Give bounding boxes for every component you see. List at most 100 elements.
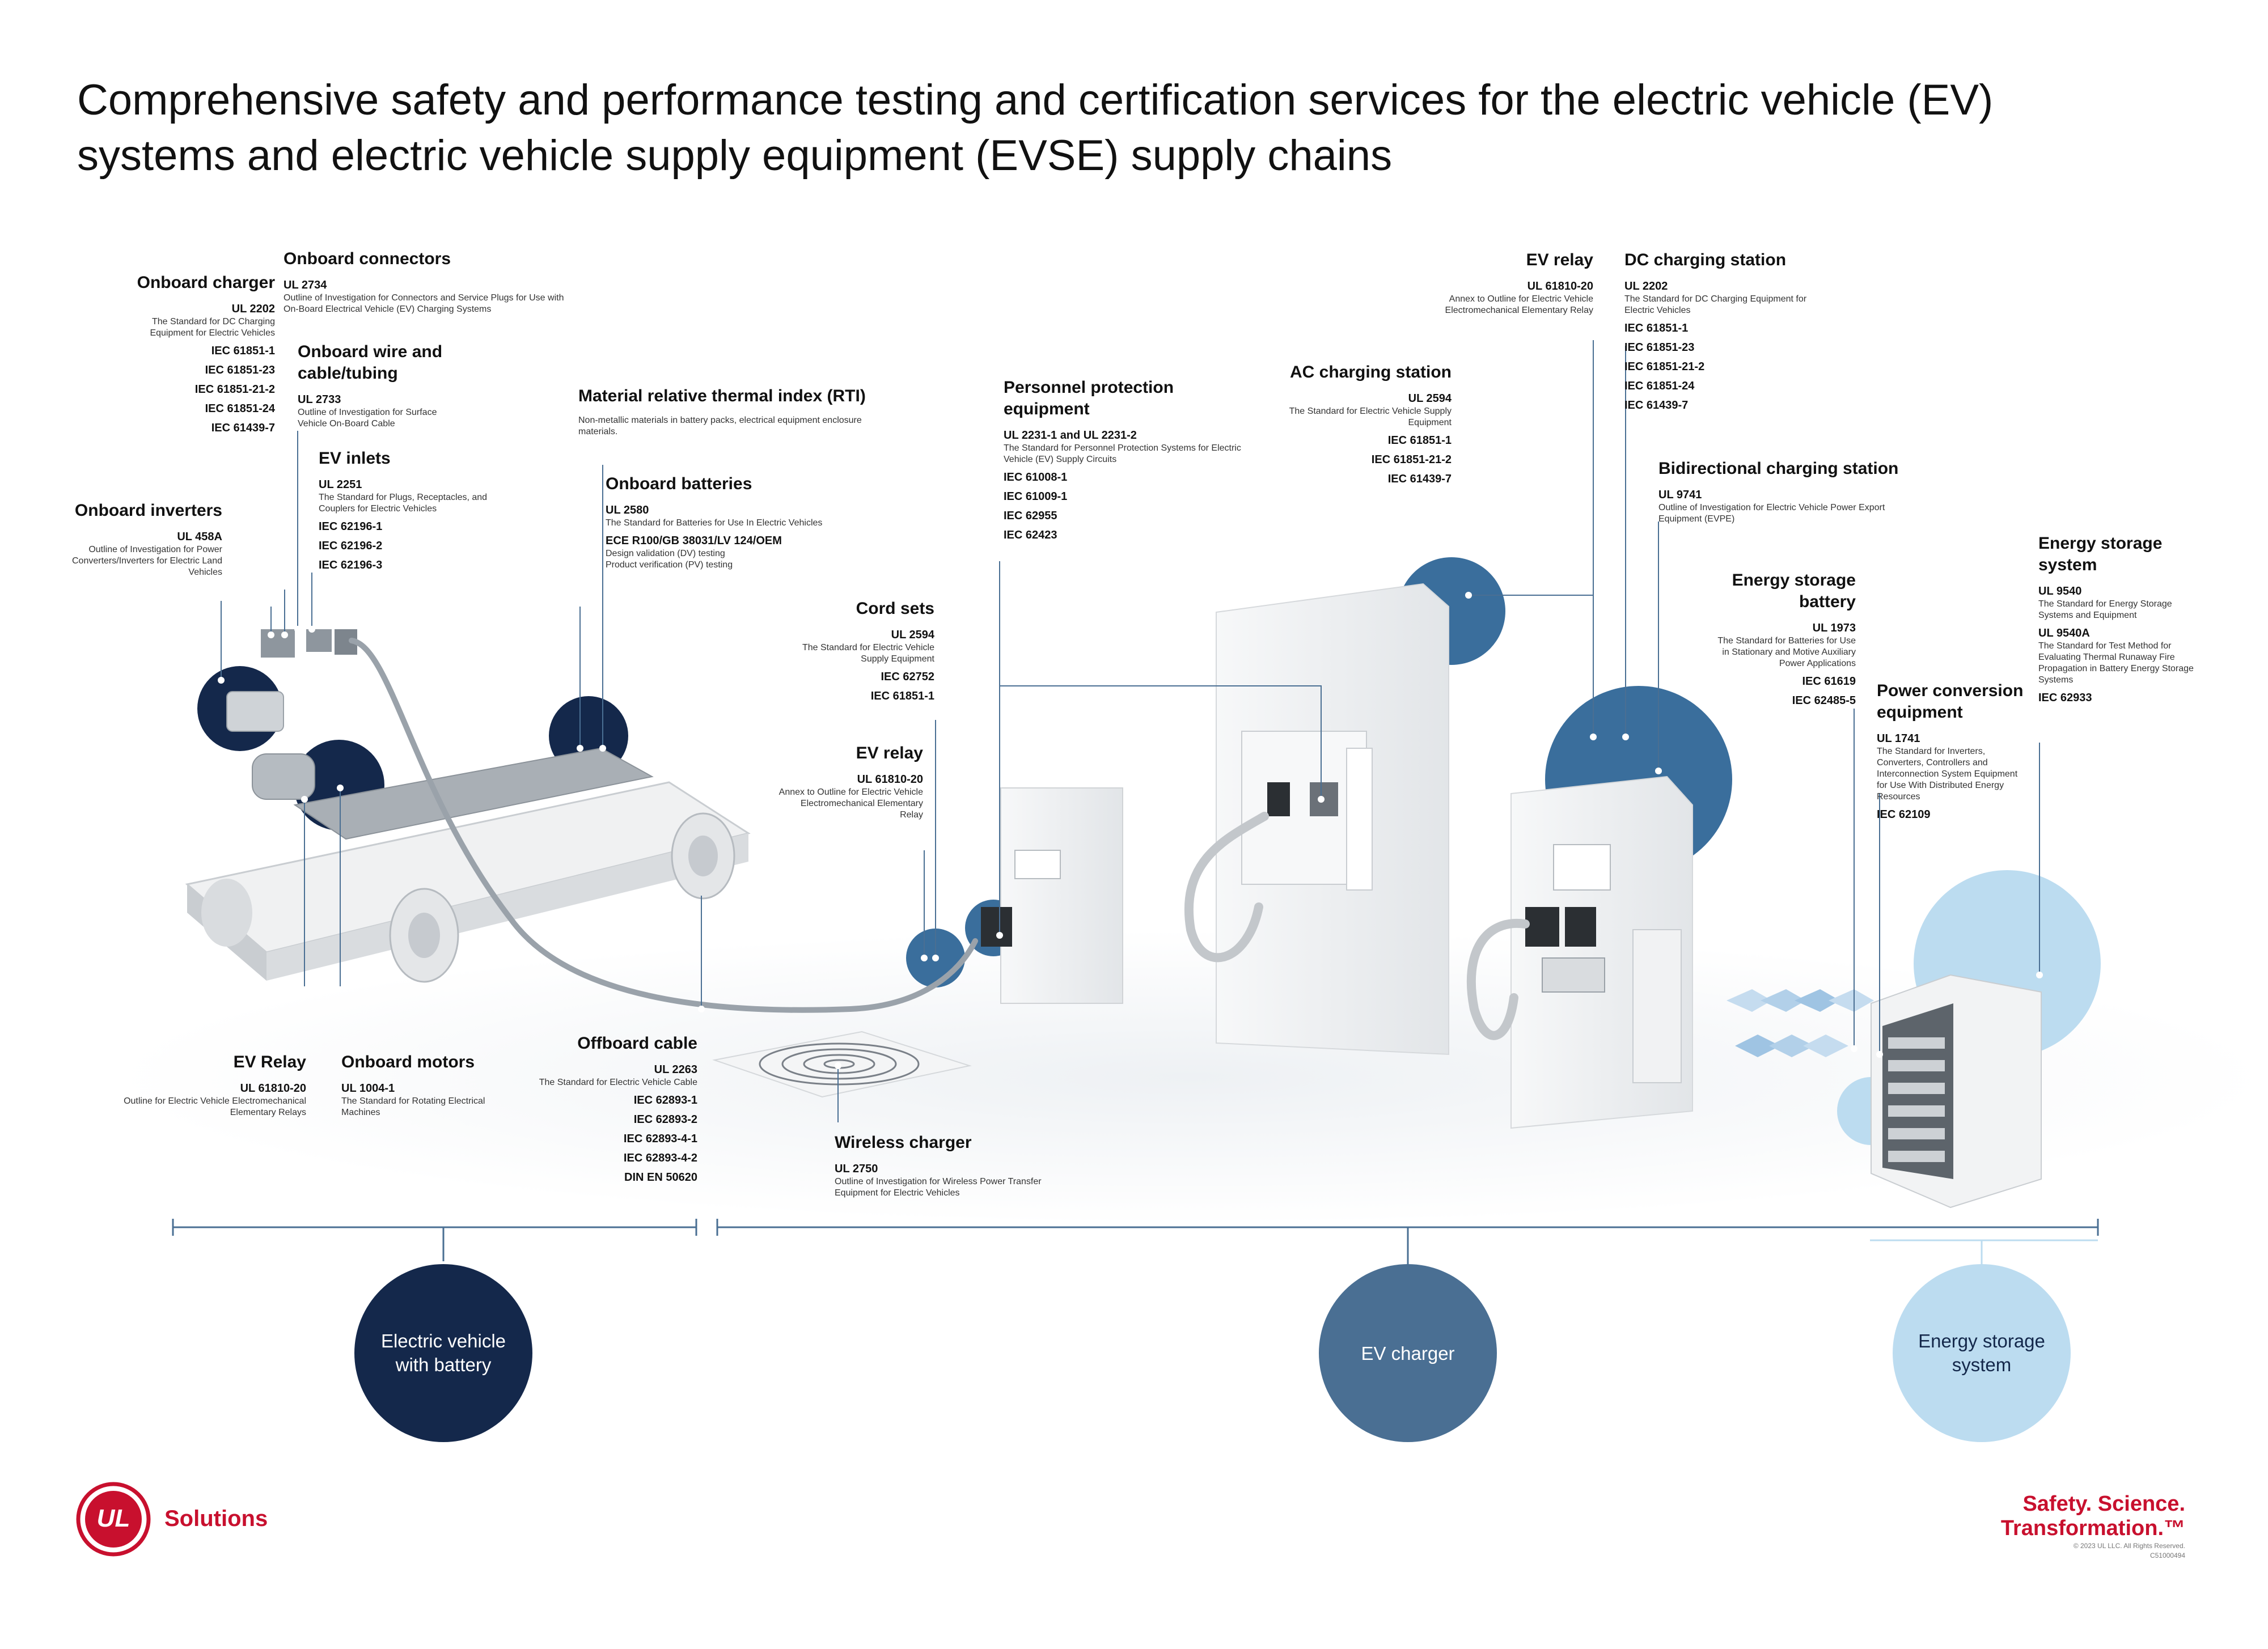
- block-heading: Onboard wire and cable/tubing: [298, 342, 443, 383]
- floor-shadow: [113, 930, 2268, 1224]
- standard-code: IEC 61009-1: [1004, 490, 1068, 503]
- cordset-unit: [981, 787, 1123, 1004]
- block-note: Non-metallic materials in battery packs,…: [578, 416, 862, 436]
- brand-name: Solutions: [164, 1506, 268, 1531]
- doc-id: C51000494: [2149, 1551, 2185, 1559]
- block-heading: DC charging station: [1624, 251, 1787, 269]
- standard-code: IEC 61851-23: [205, 364, 275, 376]
- standard-description: Design validation (DV) testing Product v…: [606, 549, 733, 570]
- leader-lines: [221, 340, 2040, 1122]
- block-heading: Bidirectional charging station: [1658, 459, 1899, 478]
- standard-code: ECE R100/GB 38031/LV 124/OEM: [606, 535, 782, 547]
- standard-description: Outline for Electric Vehicle Electromech…: [124, 1096, 306, 1117]
- block-heading: Onboard charger: [137, 273, 275, 292]
- block-heading: Cord sets: [856, 599, 934, 618]
- standard-code: UL 2594: [1408, 392, 1452, 405]
- standard-description: The Standard for DC Charging Equipment f…: [150, 317, 275, 338]
- standard-code: IEC 61851-1: [870, 690, 934, 702]
- standard-description: Outline of Investigation for Connectors …: [284, 293, 564, 314]
- block-heading: Material relative thermal index (RTI): [578, 387, 866, 405]
- dc-station-unit: [1466, 775, 1693, 1129]
- standard-code: IEC 61851-23: [1624, 341, 1695, 354]
- category-charger-circle: [1319, 1264, 1497, 1442]
- standard-code: IEC 62196-2: [319, 540, 383, 552]
- bidirectional-arrows: [1727, 989, 1874, 1057]
- standard-code: UL 9540: [2038, 585, 2082, 597]
- standard-description: The Standard for Electric Vehicle Supply…: [802, 643, 934, 664]
- block-heading: EV Relay: [233, 1053, 306, 1071]
- standard-code: UL 1973: [1812, 622, 1856, 634]
- standard-code: IEC 62893-4-2: [623, 1152, 697, 1164]
- block-heading: Energy storage system: [2038, 534, 2163, 574]
- standard-description: The Standard for Plugs, Receptacles, and…: [319, 493, 488, 514]
- standard-description: The Standard for Electric Vehicle Cable: [539, 1078, 697, 1087]
- copyright: © 2023 UL LLC. All Rights Reserved.: [2073, 1542, 2185, 1550]
- standard-code: IEC 61851-1: [211, 345, 275, 357]
- ev-chassis: [185, 629, 751, 983]
- standard-description: The Standard for DC Charging Equipment f…: [1624, 294, 1807, 315]
- timeline: [172, 1219, 2099, 1273]
- standard-code: UL 2594: [891, 629, 934, 641]
- standard-code: UL 61810-20: [240, 1082, 306, 1095]
- standard-description: Outline of Investigation for Power Conve…: [72, 545, 222, 577]
- category-charger-label: EV charger: [1361, 1343, 1455, 1364]
- ac-wall-unit: [1184, 583, 1449, 1055]
- standard-code: UL 458A: [177, 531, 222, 543]
- standard-code: UL 1741: [1877, 732, 1920, 745]
- block-heading: AC charging station: [1289, 363, 1452, 381]
- standard-code: UL 2202: [231, 303, 275, 315]
- standard-code: UL 61810-20: [1527, 280, 1593, 293]
- tagline: Safety. Science. Transformation.™: [2000, 1492, 2185, 1540]
- standard-code: IEC 61008-1: [1004, 471, 1068, 484]
- standard-code: IEC 62109: [1877, 808, 1931, 821]
- block-heading: Energy storage battery: [1732, 571, 1856, 611]
- wireless-pad: [712, 1031, 972, 1098]
- standard-description: Outline of Investigation for Electric Ve…: [1658, 503, 1885, 524]
- standard-code: IEC 62893-4-1: [623, 1133, 697, 1145]
- standard-code: UL 2580: [606, 504, 649, 516]
- standard-code: UL 2734: [284, 279, 327, 291]
- standard-code: UL 2231-1 and UL 2231-2: [1004, 429, 1137, 442]
- standard-code: UL 9540A: [2038, 627, 2090, 639]
- block-heading: Wireless charger: [835, 1133, 972, 1152]
- category-ess-circle: [1893, 1264, 2071, 1442]
- standard-description: The Standard for Batteries for Use In El…: [606, 518, 823, 528]
- standard-code: IEC 62955: [1004, 510, 1057, 522]
- standard-code: IEC 62933: [2038, 692, 2092, 704]
- standard-code: IEC 62893-2: [633, 1113, 697, 1126]
- block-heading: Power conversion equipment: [1877, 681, 2024, 722]
- standard-description: The Standard for Batteries for Use in St…: [1717, 636, 1856, 668]
- block-heading: Offboard cable: [577, 1034, 697, 1053]
- standard-code: IEC 61851-1: [1624, 322, 1689, 334]
- block-heading: Onboard batteries: [606, 474, 752, 493]
- standard-description: Outline of Investigation for Wireless Po…: [835, 1177, 1042, 1198]
- standard-code: IEC 61439-7: [211, 422, 275, 434]
- standard-code: UL 2202: [1624, 280, 1668, 293]
- standard-code: DIN EN 50620: [624, 1171, 697, 1184]
- standard-code: UL 2733: [298, 393, 341, 406]
- standard-code: IEC 61619: [1802, 675, 1856, 688]
- page-title: Comprehensive safety and performance tes…: [77, 76, 1994, 180]
- standard-description: The Standard for Test Method for Evaluat…: [2038, 641, 2194, 685]
- standard-description: The Standard for Energy Storage Systems …: [2038, 599, 2172, 620]
- standard-code: IEC 62752: [881, 671, 934, 683]
- standard-code: IEC 62196-3: [319, 559, 383, 571]
- standard-code: UL 2750: [835, 1163, 878, 1175]
- ul-logo-letters: UL: [96, 1504, 130, 1532]
- standard-description: Annex to Outline for Electric Vehicle El…: [1445, 294, 1593, 315]
- category-ev-label: Electric vehicle with battery: [380, 1330, 506, 1375]
- block-heading: Onboard motors: [341, 1053, 475, 1071]
